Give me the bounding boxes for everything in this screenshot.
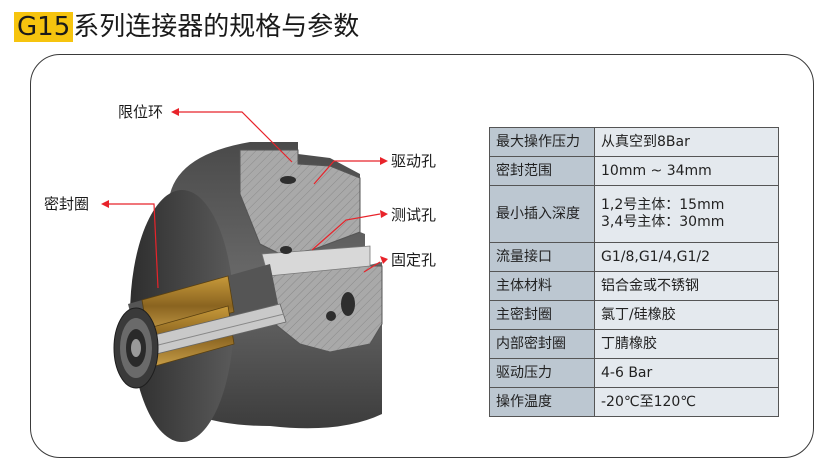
spec-key: 主体材料 — [489, 271, 595, 301]
spec-value: 1,2号主体：15mm 3,4号主体：30mm — [594, 185, 779, 243]
spec-value-line: 1,2号主体：15mm — [601, 197, 725, 213]
spec-row: 最大操作压力 从真空到8Bar — [489, 127, 779, 157]
spec-row: 流量接口 G1/8,G1/4,G1/2 — [489, 242, 779, 272]
spec-row: 密封范围 10mm ~ 34mm — [489, 156, 779, 186]
spec-value: 4-6 Bar — [594, 358, 779, 388]
title-text: 系列连接器的规格与参数 — [73, 12, 360, 42]
spec-value: 铝合金或不锈钢 — [594, 271, 779, 301]
callout-test-hole: 测试孔 — [391, 206, 437, 224]
spec-value: G1/8,G1/4,G1/2 — [594, 242, 779, 272]
spec-key: 最大操作压力 — [489, 127, 595, 157]
spec-row: 最小插入深度 1,2号主体：15mm 3,4号主体：30mm — [489, 185, 779, 243]
callout-fix-hole: 固定孔 — [391, 251, 437, 269]
connector-cutaway-illustration — [101, 108, 388, 442]
model-highlight: G15 — [14, 12, 74, 42]
spec-key: 驱动压力 — [489, 358, 595, 388]
callout-seal-ring: 密封圈 — [44, 195, 90, 213]
spec-value-line: 3,4号主体：30mm — [601, 214, 725, 230]
callout-drive-hole: 驱动孔 — [391, 152, 437, 170]
spec-key: 流量接口 — [489, 242, 595, 272]
content-frame — [30, 54, 814, 458]
spec-key: 内部密封圈 — [489, 329, 595, 359]
spec-table: 最大操作压力 从真空到8Bar 密封范围 10mm ~ 34mm 最小插入深度 … — [489, 127, 779, 417]
spec-key: 最小插入深度 — [489, 185, 595, 243]
spec-row: 主体材料 铝合金或不锈钢 — [489, 271, 779, 301]
spec-row: 主密封圈 氯丁/硅橡胶 — [489, 300, 779, 330]
spec-row: 驱动压力 4-6 Bar — [489, 358, 779, 388]
spec-value: 从真空到8Bar — [594, 127, 779, 157]
spec-value: 10mm ~ 34mm — [594, 156, 779, 186]
spec-value: -20℃至120℃ — [594, 387, 779, 417]
spec-key: 操作温度 — [489, 387, 595, 417]
spec-key: 密封范围 — [489, 156, 595, 186]
spec-value: 丁腈橡胶 — [594, 329, 779, 359]
spec-value: 氯丁/硅橡胶 — [594, 300, 779, 330]
spec-key: 主密封圈 — [489, 300, 595, 330]
callout-limit-ring: 限位环 — [118, 103, 164, 121]
spec-row: 操作温度 -20℃至120℃ — [489, 387, 779, 417]
spec-row: 内部密封圈 丁腈橡胶 — [489, 329, 779, 359]
